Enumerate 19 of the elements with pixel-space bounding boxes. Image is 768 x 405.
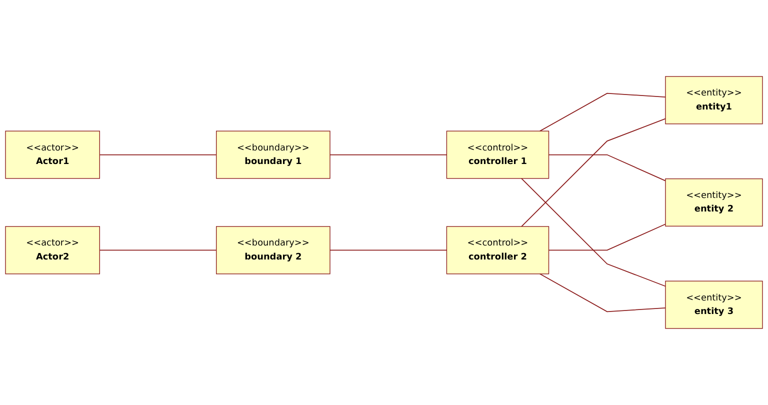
connector bbox=[99, 250, 217, 251]
node-box: <<control>> controller 2 bbox=[446, 226, 550, 274]
connector bbox=[539, 92, 666, 132]
connector bbox=[548, 154, 666, 182]
node-box: <<boundary>> boundary 2 bbox=[216, 226, 330, 274]
connector bbox=[330, 154, 448, 156]
node-box: <<actor>> Actor1 bbox=[5, 130, 100, 179]
connector bbox=[521, 178, 666, 287]
node-box: <<actor>> Actor2 bbox=[5, 226, 100, 274]
node-box: <<entity>> entity1 bbox=[665, 76, 763, 124]
node-box: <<entity>> entity 3 bbox=[665, 280, 763, 329]
connector bbox=[99, 154, 217, 156]
connector bbox=[548, 224, 666, 251]
node-box: <<entity>> entity 2 bbox=[665, 178, 763, 227]
connector bbox=[521, 118, 666, 227]
node-box: <<control>> controller 1 bbox=[446, 130, 550, 179]
connector bbox=[539, 273, 666, 312]
node-box: <<boundary>> boundary 1 bbox=[216, 130, 330, 179]
connector bbox=[330, 250, 448, 251]
